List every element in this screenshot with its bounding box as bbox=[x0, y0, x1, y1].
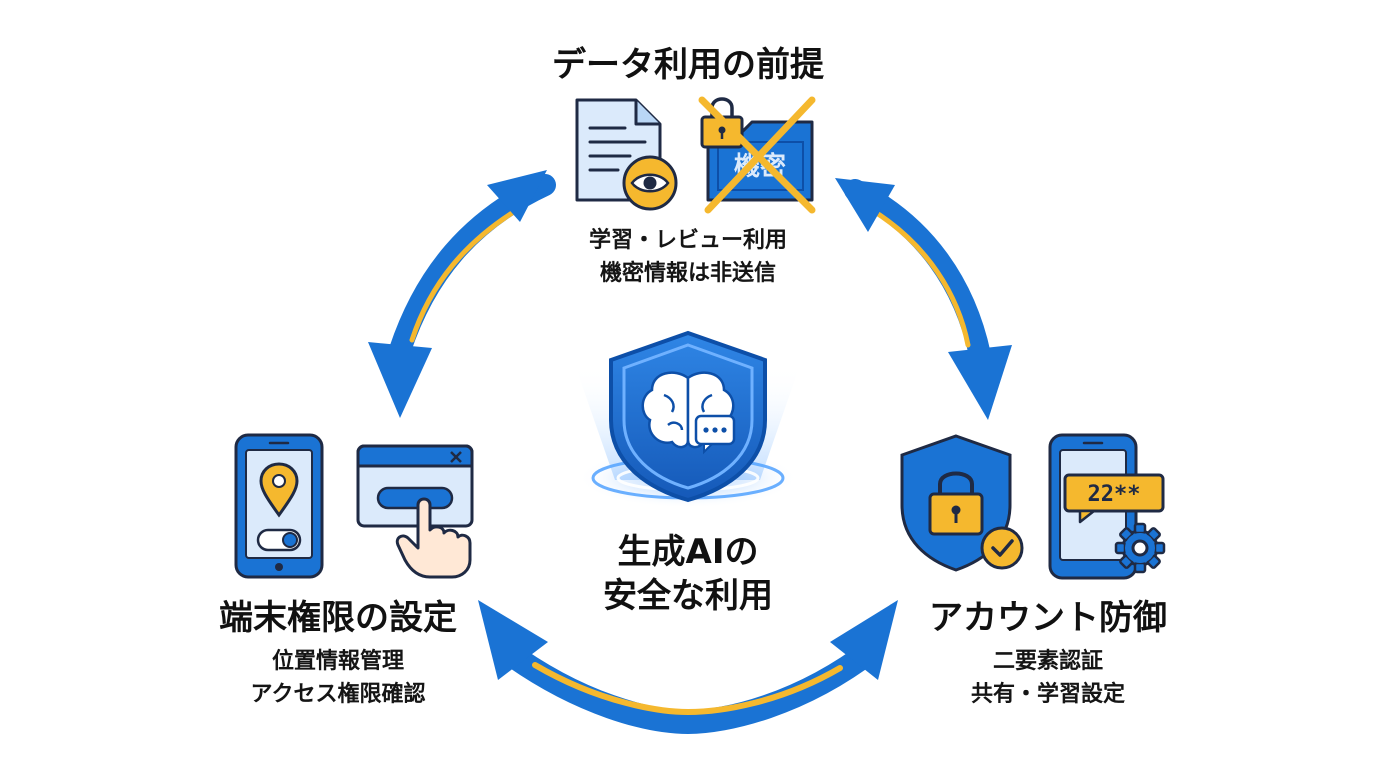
top-title: データ利用の前提 bbox=[552, 45, 824, 85]
phone-location-icon bbox=[234, 433, 324, 579]
ai-shield-icon bbox=[609, 330, 767, 503]
left-title: 端末権限の設定 bbox=[219, 598, 457, 638]
center-line-1: 生成AIの bbox=[617, 532, 759, 572]
center-line-2: 安全な利用 bbox=[603, 576, 773, 616]
arrow-top-left bbox=[368, 170, 556, 418]
lock-shield-icon bbox=[900, 434, 1024, 572]
right-title: アカウント防御 bbox=[929, 598, 1167, 638]
cross-out-mark bbox=[698, 96, 816, 214]
document-eye-icon bbox=[575, 98, 678, 211]
left-line-2: アクセス権限確認 bbox=[250, 682, 426, 707]
arrow-top-right bbox=[835, 178, 1012, 420]
chat-bubble-icon bbox=[694, 414, 736, 455]
verification-code-text: 22** bbox=[1088, 482, 1141, 507]
permission-dialog-icon bbox=[356, 444, 474, 579]
left-line-1: 位置情報管理 bbox=[271, 649, 404, 674]
top-line-2: 機密情報は非送信 bbox=[599, 261, 776, 286]
top-line-1: 学習・レビュー利用 bbox=[588, 228, 787, 253]
arrow-bottom bbox=[478, 600, 898, 735]
pointing-hand-icon bbox=[395, 497, 472, 579]
phone-code-icon: 22** bbox=[1048, 433, 1166, 580]
right-line-1: 二要素認証 bbox=[992, 649, 1103, 674]
right-line-2: 共有・学習設定 bbox=[970, 682, 1125, 707]
confidential-folder-icon: 機密 bbox=[698, 96, 816, 214]
gear-icon bbox=[1114, 522, 1166, 574]
